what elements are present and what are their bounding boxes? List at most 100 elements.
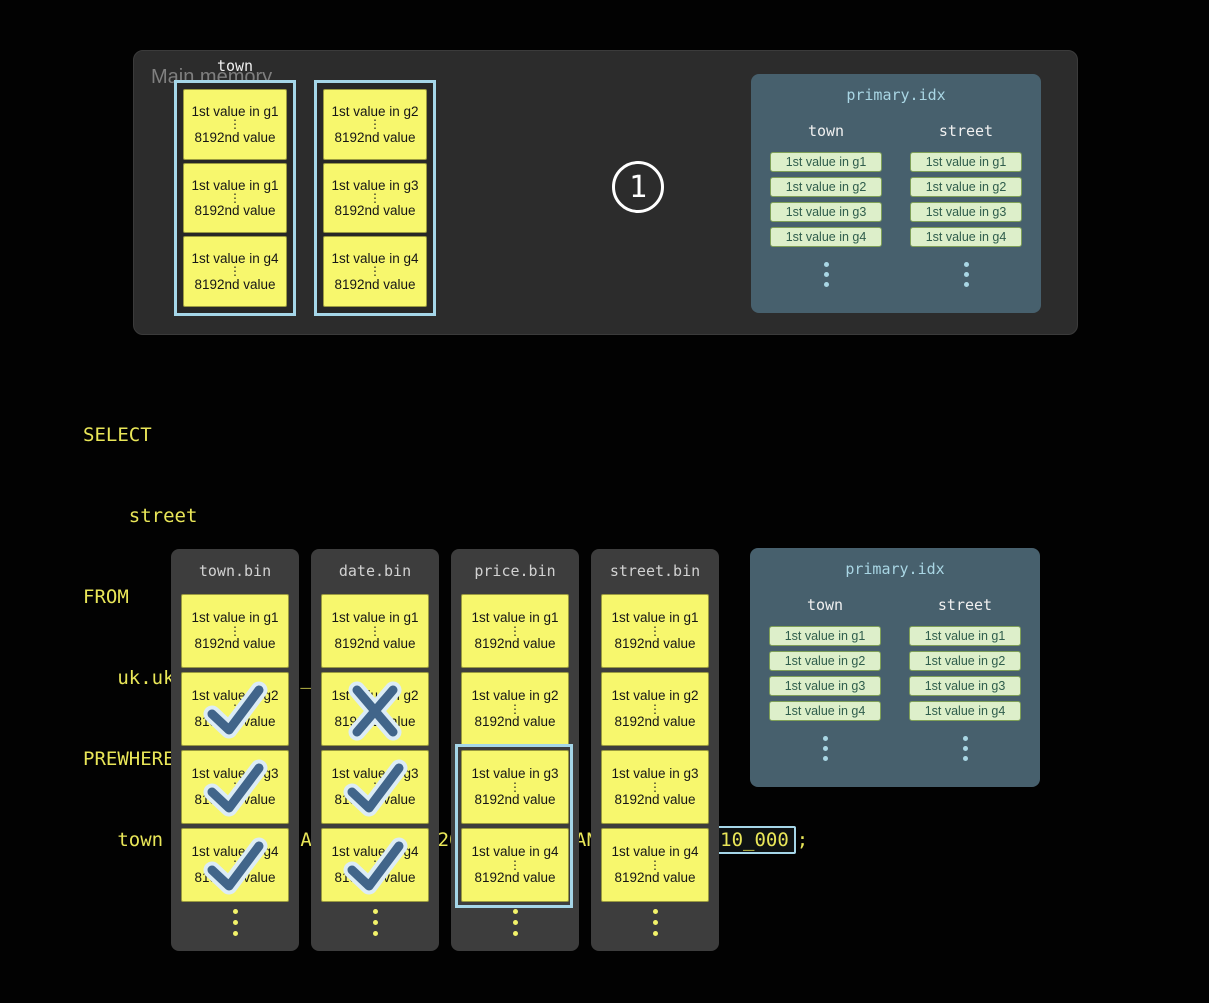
granule-block: 1st value in g1 ⋮ 8192nd value	[601, 594, 709, 668]
granule-first-value: 1st value in g1	[611, 610, 699, 626]
price-bin-title: price.bin	[474, 562, 556, 580]
vertical-ellipsis: ⋮	[229, 190, 241, 205]
more-granules-dots	[591, 909, 719, 936]
granule-last-value: 8192nd value	[614, 714, 696, 730]
idx-entry: 1st value in g4	[909, 701, 1021, 721]
primary-idx-title: primary.idx	[846, 86, 946, 104]
granule-first-value: 1st value in g1	[191, 177, 279, 193]
sql-semicolon: ;	[796, 829, 809, 851]
idx-entry: 1st value in g4	[910, 227, 1022, 247]
idx-entry: 1st value in g3	[909, 676, 1021, 696]
granule-block: 1st value in g2 ⋮ 8192nd value	[601, 672, 709, 746]
granule-first-value: 1st value in g2	[471, 688, 559, 704]
granule-last-value: 8192nd value	[194, 636, 276, 652]
memory-granule-stack-2: 1st value in g2 ⋮ 8192nd value 1st value…	[314, 80, 436, 316]
granule-block: 1st value in g3 ⋮ 8192nd value	[601, 750, 709, 824]
granule-last-value: 8192nd value	[474, 636, 556, 652]
more-entries-dots	[769, 736, 881, 761]
granule-block: 1st value in g3 ⋮ 8192nd value	[321, 750, 429, 824]
idx-street-header: street	[938, 122, 994, 140]
granule-last-value: 8192nd value	[614, 792, 696, 808]
sql-line: SELECT	[83, 424, 152, 446]
more-entries-dots	[909, 736, 1021, 761]
granule-last-value: 8192nd value	[614, 636, 696, 652]
granule-last-value: 8192nd value	[194, 129, 276, 145]
vertical-ellipsis: ⋮	[509, 857, 521, 872]
granule-last-value: 8192nd value	[334, 203, 416, 219]
granule-block: 1st value in g1 ⋮ 8192nd value	[183, 89, 287, 160]
vertical-ellipsis: ⋮	[509, 779, 521, 794]
granule-block: 1st value in g1 ⋮ 8192nd value	[321, 594, 429, 668]
more-granules-dots	[311, 909, 439, 936]
more-entries-dots	[770, 262, 882, 287]
granule-last-value: 8192nd value	[474, 792, 556, 808]
granule-block: 1st value in g2 ⋮ 8192nd value	[323, 89, 427, 160]
granule-block: 1st value in g4 ⋮ 8192nd value	[183, 236, 287, 308]
primary-idx-title: primary.idx	[845, 560, 945, 578]
granule-first-value: 1st value in g4	[191, 251, 279, 267]
primary-idx-panel-bottom: primary.idx town 1st value in g1 1st val…	[750, 548, 1040, 787]
granule-first-value: 1st value in g1	[191, 610, 279, 626]
granule-block: 1st value in g4 ⋮ 8192nd value	[461, 828, 569, 902]
vertical-ellipsis: ⋮	[369, 623, 381, 638]
x-mark-icon	[348, 681, 402, 741]
idx-entry: 1st value in g1	[910, 152, 1022, 172]
idx-street-column: street 1st value in g1 1st value in g2 1…	[909, 596, 1021, 761]
step-1-badge: 1	[612, 161, 664, 213]
granule-first-value: 1st value in g3	[331, 177, 419, 193]
town-bin-title: town.bin	[198, 562, 272, 580]
granule-block: 1st value in g3 ⋮ 8192nd value	[323, 162, 427, 234]
granule-last-value: 8192nd value	[334, 636, 416, 652]
sql-line: FROM	[83, 586, 129, 608]
sql-line: PREWHERE	[83, 748, 175, 770]
vertical-ellipsis: ⋮	[509, 701, 521, 716]
street-bin-title: street.bin	[609, 562, 701, 580]
idx-entry: 1st value in g3	[769, 676, 881, 696]
granule-block: 1st value in g3 ⋮ 8192nd value	[461, 750, 569, 824]
granule-block: 1st value in g4 ⋮ 8192nd value	[323, 236, 427, 308]
town-bin-panel: town.bin 1st value in g1 ⋮ 8192nd value …	[171, 549, 299, 951]
main-memory-panel: Main memory town 1st value in g1 ⋮ 8192n…	[133, 50, 1078, 335]
granule-last-value: 8192nd value	[614, 870, 696, 886]
idx-town-header: town	[806, 596, 844, 614]
granule-last-value: 8192nd value	[474, 714, 556, 730]
more-granules-dots	[451, 909, 579, 936]
vertical-ellipsis: ⋮	[229, 264, 241, 279]
granule-first-value: 1st value in g1	[471, 610, 559, 626]
vertical-ellipsis: ⋮	[229, 116, 241, 131]
idx-town-column: town 1st value in g1 1st value in g2 1st…	[769, 596, 881, 761]
idx-town-column: town 1st value in g1 1st value in g2 1st…	[770, 122, 882, 287]
idx-entry: 1st value in g3	[770, 202, 882, 222]
granule-block: 1st value in g2 ⋮ 8192nd value	[461, 672, 569, 746]
granule-first-value: 1st value in g2	[611, 688, 699, 704]
idx-entry: 1st value in g2	[909, 651, 1021, 671]
vertical-ellipsis: ⋮	[369, 190, 381, 205]
idx-entry: 1st value in g2	[770, 177, 882, 197]
vertical-ellipsis: ⋮	[509, 623, 521, 638]
vertical-ellipsis: ⋮	[649, 623, 661, 638]
granule-first-value: 1st value in g4	[471, 844, 559, 860]
check-mark-icon	[203, 681, 268, 739]
vertical-ellipsis: ⋮	[649, 701, 661, 716]
idx-entry: 1st value in g1	[770, 152, 882, 172]
granule-first-value: 1st value in g3	[471, 766, 559, 782]
granule-first-value: 1st value in g3	[611, 766, 699, 782]
more-granules-dots	[171, 909, 299, 936]
granule-block: 1st value in g2 ⋮ 8192nd value	[181, 672, 289, 746]
idx-entry: 1st value in g3	[910, 202, 1022, 222]
granule-last-value: 8192nd value	[194, 277, 276, 293]
date-bin-panel: date.bin 1st value in g1 ⋮ 8192nd value …	[311, 549, 439, 951]
more-entries-dots	[910, 262, 1022, 287]
idx-street-column: street 1st value in g1 1st value in g2 1…	[910, 122, 1022, 287]
granule-first-value: 1st value in g1	[331, 610, 419, 626]
check-mark-icon	[203, 837, 268, 895]
idx-entry: 1st value in g1	[909, 626, 1021, 646]
street-bin-panel: street.bin 1st value in g1 ⋮ 8192nd valu…	[591, 549, 719, 951]
memory-granule-stack-1: 1st value in g1 ⋮ 8192nd value 1st value…	[174, 80, 296, 316]
step-number: 1	[628, 169, 648, 205]
granule-first-value: 1st value in g1	[191, 103, 279, 119]
check-mark-icon	[343, 837, 408, 895]
granule-first-value: 1st value in g2	[331, 103, 419, 119]
granule-first-value: 1st value in g4	[331, 251, 419, 267]
